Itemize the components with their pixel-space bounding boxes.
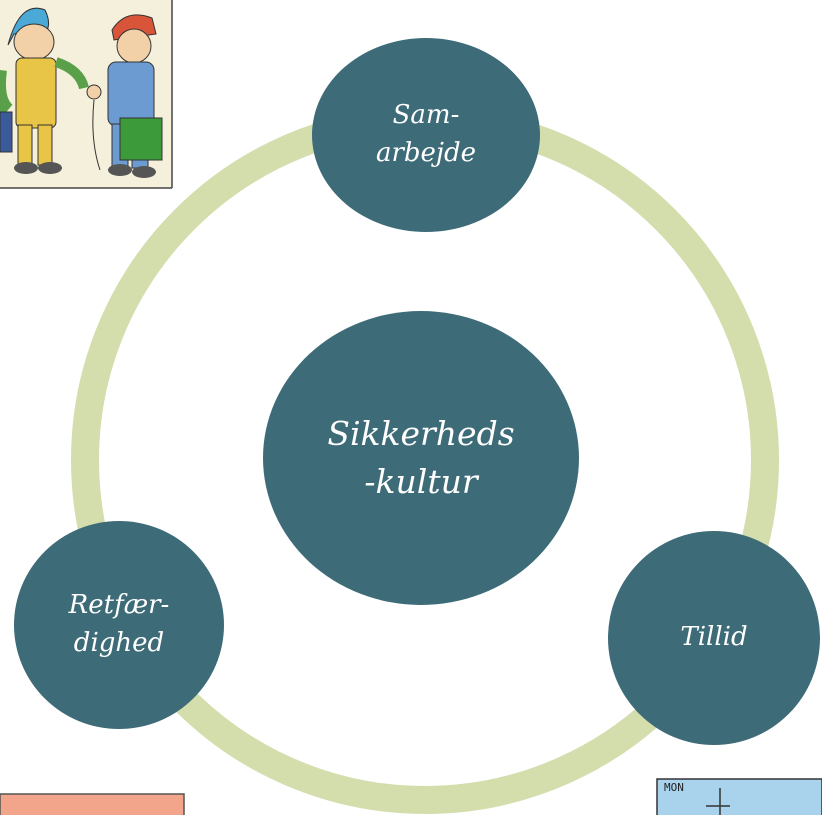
center-label-line1: Sikkerheds [327, 414, 515, 454]
node-trust: Tillid [608, 531, 820, 745]
orange-card-icon [0, 793, 185, 815]
calendar-label: MON [664, 781, 684, 794]
calendar-icon [656, 778, 822, 815]
node-right-label: Tillid [680, 622, 748, 653]
node-top-label-line1: Sam- [392, 100, 460, 131]
workers-cartoon-icon [0, 0, 173, 189]
center-label-line2: -kultur [364, 462, 478, 501]
node-left-label-line2: dighed [73, 628, 165, 658]
node-fairness: Retfær- dighed [14, 521, 224, 729]
node-collaboration: Sam- arbejde [312, 38, 540, 232]
node-top-label-line2: arbejde [375, 138, 477, 168]
center-node-safety-culture: Sikkerheds -kultur [263, 311, 579, 605]
node-left-label-line1: Retfær- [68, 590, 170, 621]
